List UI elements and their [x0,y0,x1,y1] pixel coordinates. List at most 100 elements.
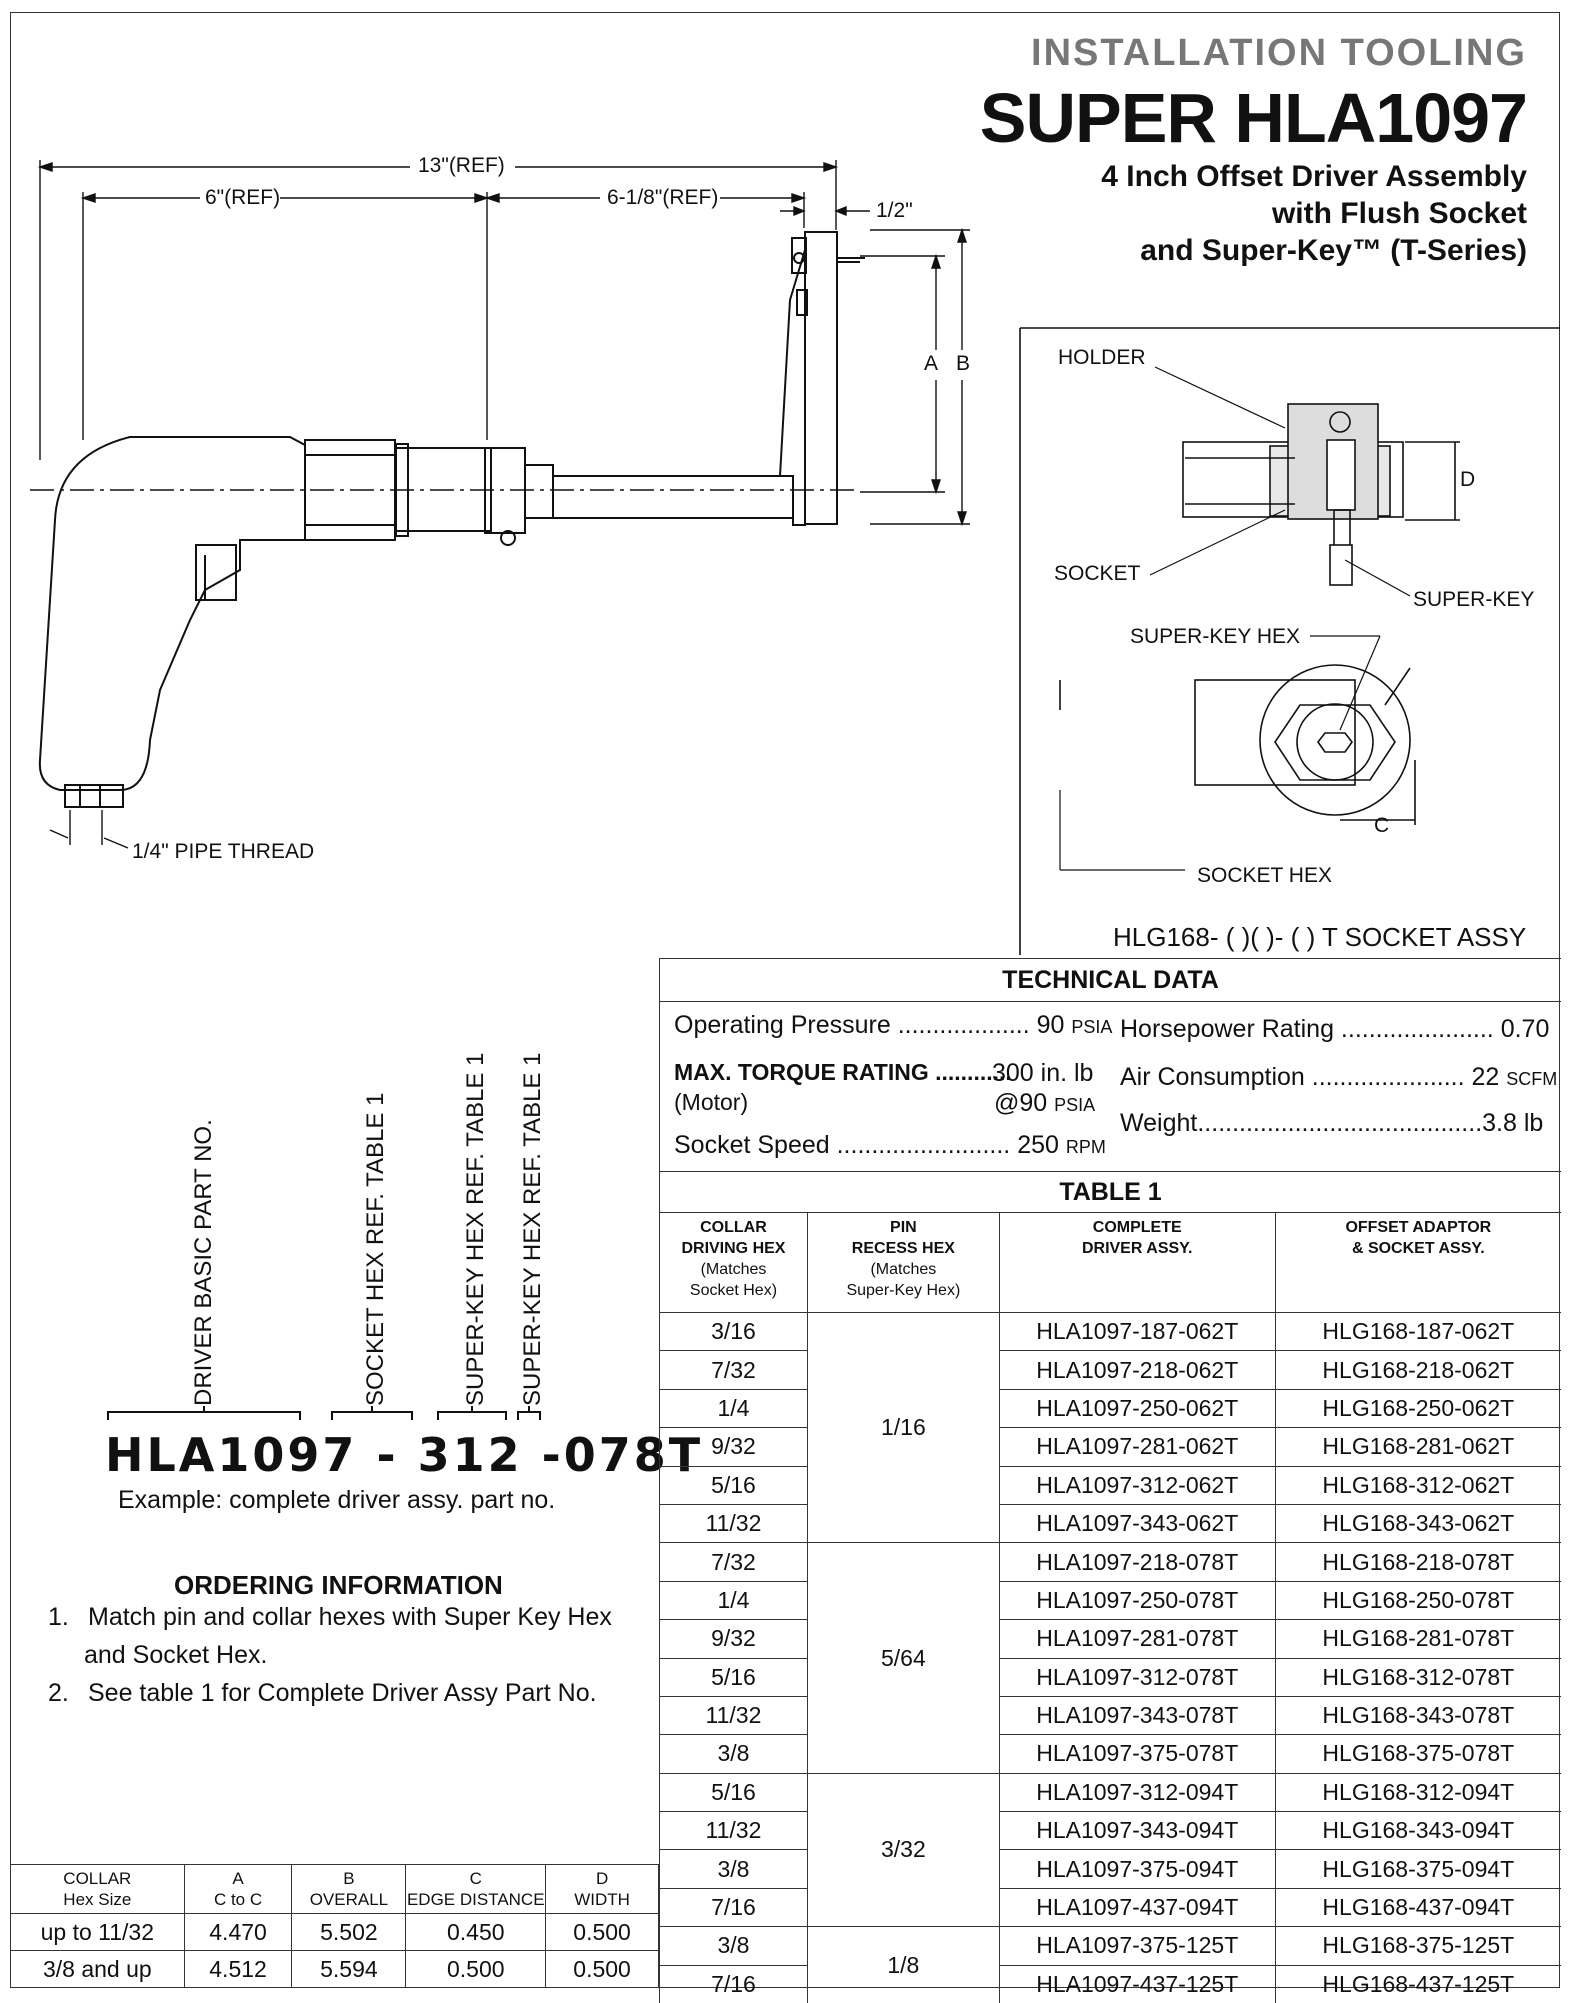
technical-data-panel: TECHNICAL DATA Operating Pressure ......… [659,958,1561,1171]
collar-hex-cell: 7/32 [660,1543,808,1581]
driver-assy-cell: HLA1097-250-062T [999,1389,1275,1427]
dim-a-cell: 4.512 [184,1951,292,1988]
collar-hex-cell: 7/32 [660,1351,808,1389]
ordering-title: ORDERING INFORMATION [174,1570,503,1601]
collar-hex-cell: 3/8 [660,1850,808,1888]
driver-assy-cell: HLA1097-375-094T [999,1850,1275,1888]
ordering-item-1: Match pin and collar hexes with Super Ke… [88,1603,612,1632]
collar-hex-cell: 1/4 [660,1581,808,1619]
adaptor-assy-cell: HLG168-375-078T [1275,1735,1561,1773]
label-super-key-hex: SUPER-KEY HEX REF. TABLE 1 [462,1053,490,1406]
pin-recess-hex-cell: 3/32 [807,1773,999,1927]
pn-basic: HLA1097 [105,1428,357,1482]
torque-value: 300 in. lb [992,1059,1093,1088]
dim-d-cell: 0.500 [546,1914,659,1951]
driver-assy-cell: HLA1097-187-062T [999,1313,1275,1351]
adaptor-assy-cell: HLG168-312-094T [1275,1773,1561,1811]
collar-hex-cell: 11/32 [660,1504,808,1542]
label-super-key-hex-2: SUPER-KEY HEX REF. TABLE 1 [519,1053,547,1406]
ordering-item-2: See table 1 for Complete Driver Assy Par… [88,1679,597,1708]
pn-super-key-hex: -078 [542,1428,669,1482]
adaptor-assy-cell: HLG168-343-094T [1275,1812,1561,1850]
collar-hex-cell: 7/16 [660,1888,808,1926]
ordering-item-2-num: 2. [48,1679,69,1708]
ordering-item-1-num: 1. [48,1603,69,1632]
collar-hex-cell: 11/32 [660,1812,808,1850]
driver-assy-cell: HLA1097-343-078T [999,1696,1275,1734]
example-part-number: HLA1097 - 312 -078T [105,1428,703,1482]
adaptor-assy-cell: HLG168-343-078T [1275,1696,1561,1734]
collar-hex-cell: 3/16 [660,1313,808,1351]
adaptor-assy-cell: HLG168-218-062T [1275,1351,1561,1389]
adaptor-assy-cell: HLG168-437-094T [1275,1888,1561,1926]
adaptor-assy-cell: HLG168-343-062T [1275,1504,1561,1542]
adaptor-assy-cell: HLG168-250-062T [1275,1389,1561,1427]
air-consumption: Air Consumption ...................... 2… [1120,1063,1557,1092]
collar-hex-cell: 1/4 [660,1389,808,1427]
dim-b-cell: 5.502 [292,1914,406,1951]
pin-recess-hex-cell: 1/8 [807,1927,999,2003]
driver-assy-cell: HLA1097-218-078T [999,1543,1275,1581]
collar-hex-cell: 3/8 [660,1735,808,1773]
driver-assy-cell: HLA1097-250-078T [999,1581,1275,1619]
adaptor-assy-cell: HLG168-281-062T [1275,1428,1561,1466]
driver-assy-cell: HLA1097-281-062T [999,1428,1275,1466]
table-1-caption: TABLE 1 [660,1172,1562,1213]
adaptor-assy-cell: HLG168-375-094T [1275,1850,1561,1888]
collar-hex-cell: 11/32 [660,1696,808,1734]
ordering-item-1-cont: and Socket Hex. [84,1641,267,1670]
label-socket-hex: SOCKET HEX REF. TABLE 1 [362,1093,390,1406]
dim-d-cell: 0.500 [546,1951,659,1988]
driver-assy-cell: HLA1097-312-062T [999,1466,1275,1504]
adaptor-assy-cell: HLG168-312-078T [1275,1658,1561,1696]
label-driver-basic: DRIVER BASIC PART NO. [190,1119,218,1406]
adaptor-assy-cell: HLG168-437-125T [1275,1965,1561,2003]
pin-recess-hex-cell: 5/64 [807,1543,999,1773]
driver-assy-cell: HLA1097-312-094T [999,1773,1275,1811]
dim-c-cell: 0.450 [406,1914,546,1951]
collar-hex-cell: 9/32 [660,1428,808,1466]
adaptor-assy-cell: HLG168-312-062T [1275,1466,1561,1504]
dim-collar-cell: up to 11/32 [11,1914,185,1951]
torque-label: MAX. TORQUE RATING ............ [674,1059,1012,1086]
adaptor-assy-cell: HLG168-375-125T [1275,1927,1561,1965]
pin-recess-hex-cell: 1/16 [807,1313,999,1543]
collar-hex-cell: 9/32 [660,1620,808,1658]
driver-assy-cell: HLA1097-281-078T [999,1620,1275,1658]
driver-assy-cell: HLA1097-218-062T [999,1351,1275,1389]
driver-assy-cell: HLA1097-437-094T [999,1888,1275,1926]
horsepower-rating: Horsepower Rating ......................… [1120,1015,1549,1044]
dim-b-cell: 5.594 [292,1951,406,1988]
dim-c-cell: 0.500 [406,1951,546,1988]
adaptor-assy-cell: HLG168-187-062T [1275,1313,1561,1351]
weight: Weight..................................… [1120,1109,1543,1138]
